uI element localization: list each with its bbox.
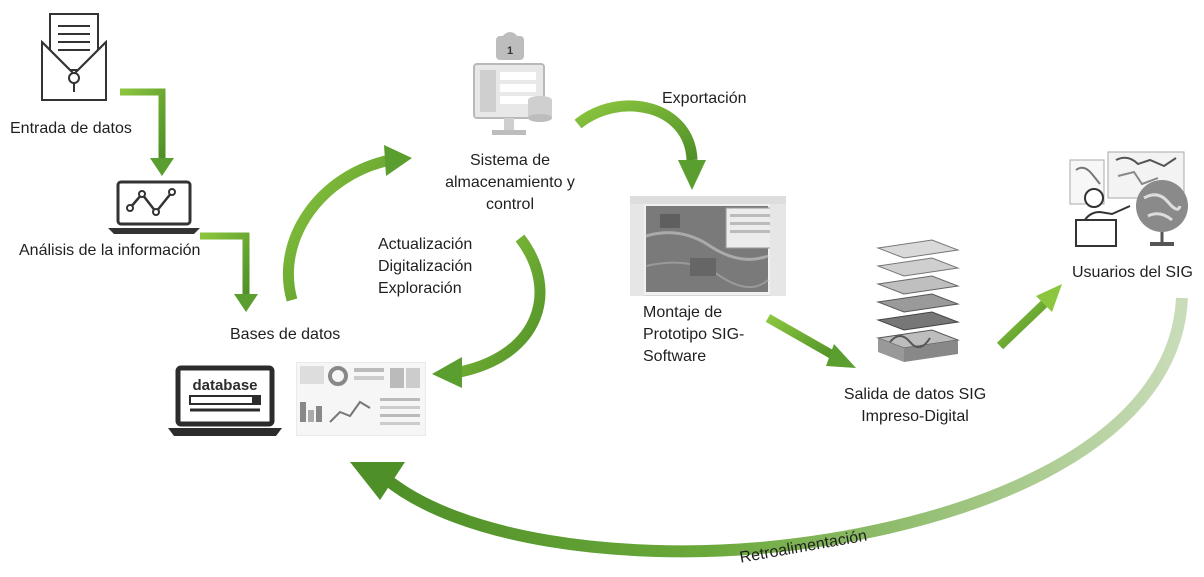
label-acciones: Actualización Digitalización Exploración bbox=[378, 234, 472, 300]
label-montaje-line3: Software bbox=[643, 348, 707, 365]
label-montaje: Montaje de Prototipo SIG- Software bbox=[643, 302, 744, 368]
arrow-salida-to-usuarios bbox=[996, 284, 1062, 350]
label-actualizacion: Actualización bbox=[378, 236, 473, 253]
document-folder-icon bbox=[41, 13, 107, 101]
label-exportacion: Exportación bbox=[662, 90, 747, 107]
label-exploracion: Exploración bbox=[378, 280, 462, 297]
label-usuarios-sig: Usuarios del SIG bbox=[1072, 264, 1193, 281]
laptop-chart-icon bbox=[108, 180, 200, 234]
label-sistema-line3: control bbox=[485, 196, 535, 213]
label-sistema-line2: almacenamiento y bbox=[445, 174, 575, 191]
label-entrada-datos: Entrada de datos bbox=[10, 120, 132, 137]
arrow-sistema-to-bases bbox=[432, 234, 546, 388]
gis-software-screenshot-icon bbox=[630, 196, 786, 296]
label-montaje-line1: Montaje de bbox=[643, 304, 723, 321]
database-word: database bbox=[192, 377, 257, 394]
arrow-exportacion bbox=[574, 100, 706, 190]
label-sistema-line1: Sistema de bbox=[469, 152, 551, 169]
gis-layers-icon bbox=[876, 239, 960, 362]
label-digitalizacion: Digitalización bbox=[378, 258, 473, 275]
label-salida-line2: Impreso-Digital bbox=[861, 408, 969, 425]
label-bases-datos: Bases de datos bbox=[230, 326, 341, 343]
arrow-bases-to-sistema bbox=[282, 145, 412, 302]
label-montaje-line2: Prototipo SIG- bbox=[643, 326, 745, 343]
lock-number: 1 bbox=[507, 45, 513, 57]
label-analisis-informacion: Análisis de la información bbox=[19, 242, 201, 259]
arrow-retroalimentacion bbox=[350, 297, 1188, 558]
label-salida: Salida de datos SIG Impreso-Digital bbox=[820, 384, 1010, 428]
database-laptop-icon: database bbox=[168, 365, 282, 436]
label-salida-line1: Salida de datos SIG bbox=[843, 386, 987, 403]
user-globe-icon bbox=[1069, 151, 1188, 247]
arrow-montaje-to-salida bbox=[765, 314, 856, 368]
label-sistema: Sistema de almacenamiento y control bbox=[430, 150, 590, 216]
arrow-analisis-to-bases bbox=[200, 232, 258, 312]
dashboard-screenshot-icon bbox=[296, 362, 426, 436]
arrow-entrada-to-analisis bbox=[120, 88, 174, 176]
server-monitor-icon: 1 bbox=[473, 32, 552, 135]
